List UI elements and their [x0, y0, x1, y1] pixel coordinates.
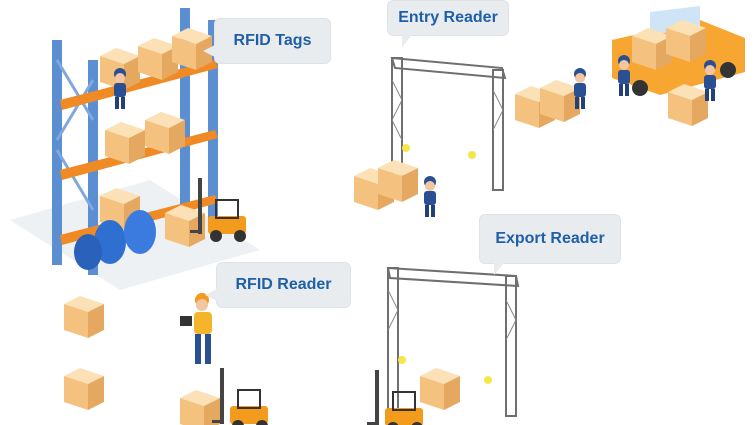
- worker-icon: [424, 176, 436, 217]
- worker-icon: [114, 68, 126, 109]
- export-reader-label: Export Reader: [479, 214, 621, 275]
- rfid-gate-icon: [390, 56, 507, 191]
- rfid-reader-label: RFID Reader: [205, 262, 351, 308]
- rfid-reader-label-text: RFID Reader: [235, 276, 332, 293]
- delivery-truck-icon: [612, 6, 745, 96]
- export-reader-label-text: Export Reader: [495, 230, 605, 247]
- entry-reader-label-text: Entry Reader: [398, 9, 498, 26]
- worker-icon: [704, 60, 716, 101]
- forklift-icon: [366, 369, 424, 425]
- worker-icon: [618, 55, 630, 96]
- rfid-tags-label: RFID Tags: [203, 18, 331, 64]
- rfid-tags-label-text: RFID Tags: [233, 32, 312, 49]
- barrel-icon: [74, 210, 156, 270]
- rfid-gate-icon: [386, 266, 520, 425]
- forklift-icon: [211, 367, 269, 425]
- entry-reader-label: Entry Reader: [387, 0, 509, 47]
- handheld-scanner-icon: [180, 293, 212, 364]
